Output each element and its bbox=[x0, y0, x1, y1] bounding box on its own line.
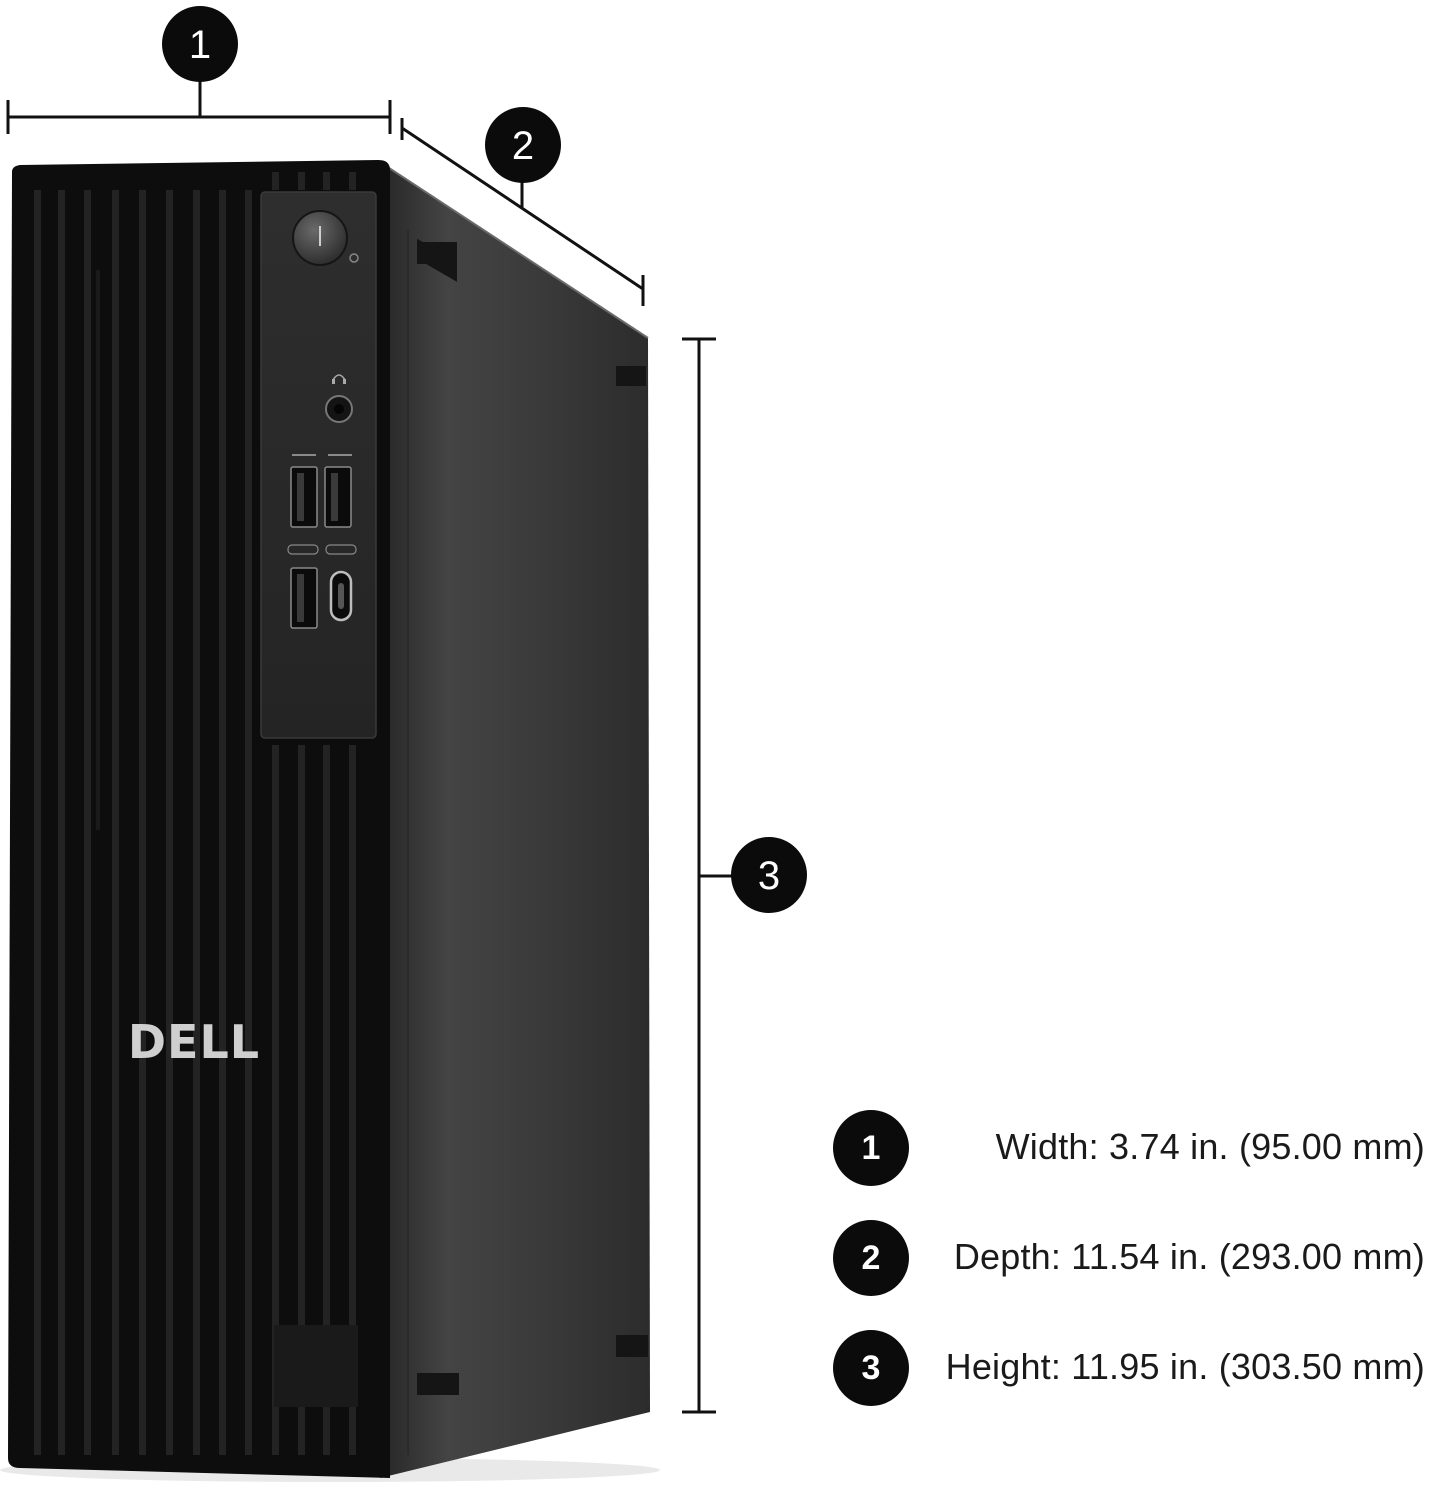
usb-a-port-2[interactable] bbox=[324, 466, 352, 528]
dimensions-legend: 1 Width: 3.74 in. (95.00 mm) 2 Depth: 11… bbox=[830, 1108, 1429, 1438]
legend-badge: 3 bbox=[833, 1330, 909, 1406]
front-vent-slats bbox=[34, 190, 356, 1455]
svg-text:DELL: DELL bbox=[128, 1015, 260, 1069]
usb-c-port[interactable] bbox=[329, 570, 353, 622]
legend-row-depth: 2 Depth: 11.54 in. (293.00 mm) bbox=[830, 1218, 1429, 1328]
legend-depth-text: Depth: 11.54 in. (293.00 mm) bbox=[953, 1236, 1425, 1277]
brand-logo: DELL bbox=[128, 1015, 260, 1069]
power-button[interactable] bbox=[292, 210, 359, 266]
case-side-panel bbox=[380, 162, 650, 1478]
height-dimension-line bbox=[682, 337, 732, 1414]
usb-c-icon bbox=[329, 570, 353, 622]
svg-text:3: 3 bbox=[758, 854, 780, 898]
usb-a-port-1[interactable] bbox=[290, 466, 318, 528]
desktop-tower: DELL bbox=[0, 160, 660, 1482]
svg-text:2: 2 bbox=[512, 124, 534, 168]
legend-height-text: Height: 11.95 in. (303.50 mm) bbox=[945, 1346, 1425, 1387]
depth-marker: 2 bbox=[485, 107, 561, 183]
legend-badge: 2 bbox=[833, 1220, 909, 1296]
legend-row-height: 3 Height: 11.95 in. (303.50 mm) bbox=[830, 1328, 1429, 1438]
legend-width-text: Width: 3.74 in. (95.00 mm) bbox=[995, 1126, 1425, 1167]
headphone-jack[interactable] bbox=[325, 374, 353, 423]
height-marker: 3 bbox=[731, 837, 807, 913]
width-marker: 1 bbox=[162, 6, 238, 82]
front-io-panel bbox=[260, 191, 377, 739]
depth-dimension-line bbox=[400, 118, 645, 306]
legend-row-width: 1 Width: 3.74 in. (95.00 mm) bbox=[830, 1108, 1429, 1218]
headphone-icon bbox=[332, 374, 346, 384]
svg-text:1: 1 bbox=[189, 23, 211, 67]
legend-badge: 1 bbox=[833, 1110, 909, 1186]
usb-a-port-3[interactable] bbox=[290, 567, 318, 629]
